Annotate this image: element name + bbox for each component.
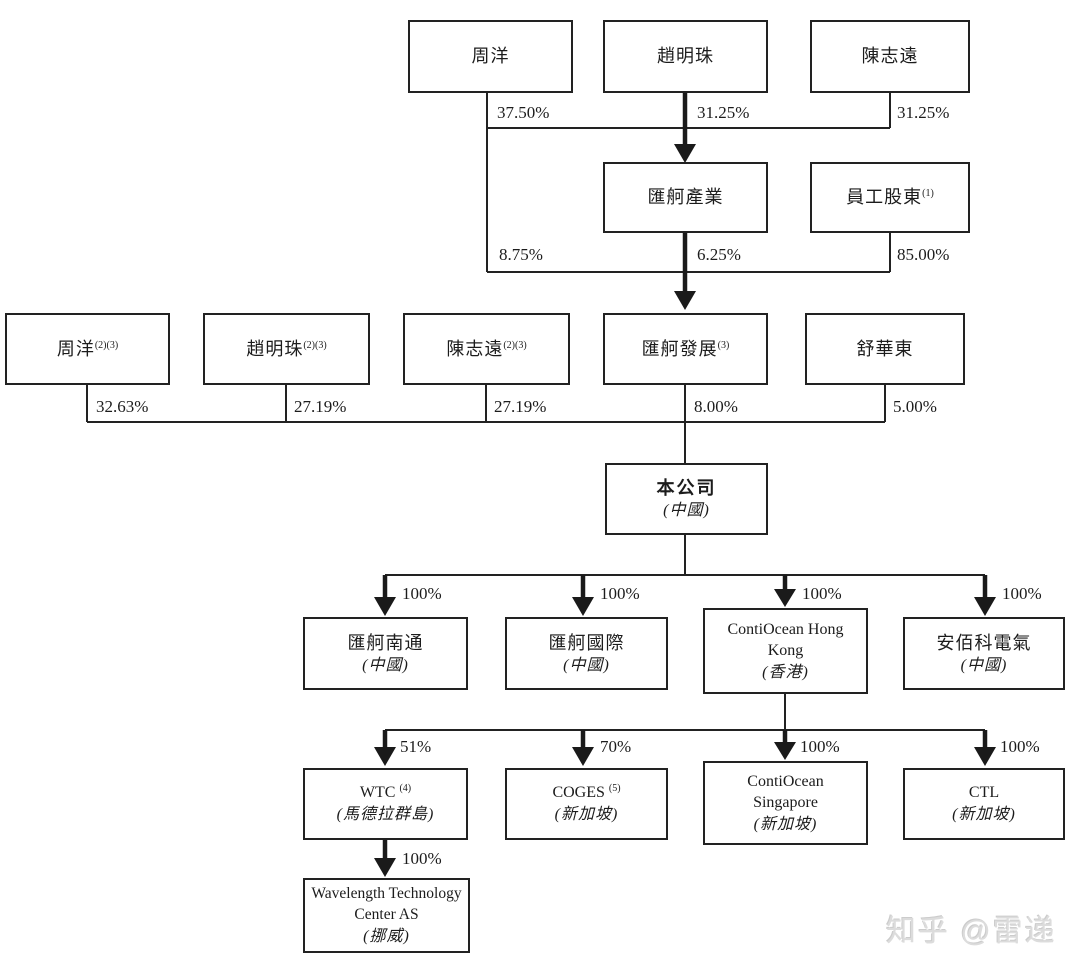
node-label: 安佰科電氣 <box>936 632 1032 653</box>
node-label: 周洋 <box>471 46 510 67</box>
ownership-percent-zhou-to-fazhan: 8.75% <box>499 245 543 264</box>
ownership-percent-chen2-to-company: 27.19% <box>494 397 547 416</box>
node-location: (馬德拉群島) <box>336 806 435 823</box>
node-label: 趙明珠(2)(3) <box>246 338 327 359</box>
ownership-percent-chanye-to-fazhan: 6.25% <box>697 245 741 264</box>
footnote-marker: (4) <box>399 783 412 795</box>
node-label: CTL <box>968 784 1000 802</box>
node-label: 陳志遠(2)(3) <box>446 338 527 359</box>
ownership-percent-chen-to-chanye: 31.25% <box>897 103 950 122</box>
node-huige-chanye: 匯舸產業 <box>603 162 768 233</box>
node-label: 匯舸產業 <box>647 187 724 208</box>
node-location: (新加坡) <box>554 806 619 823</box>
ownership-percent-company-to-anbaike: 100% <box>1002 584 1042 603</box>
ownership-percent-zhou-to-chanye: 37.50% <box>497 103 550 122</box>
node-zhou-yang-2: 周洋(2)(3) <box>5 313 170 385</box>
ownership-percent-shu-to-company: 5.00% <box>893 397 937 416</box>
node-location: (新加坡) <box>753 815 818 833</box>
footnote-marker: (2)(3) <box>94 339 119 351</box>
ownership-percent-zhou2-to-company: 32.63% <box>96 397 149 416</box>
node-huige-guoji: 匯舸國際 (中國) <box>505 617 668 690</box>
node-ctl: CTL (新加坡) <box>903 768 1065 840</box>
node-label: 趙明珠 <box>657 46 714 67</box>
node-location: (挪威) <box>363 927 410 945</box>
node-zhao-mingzhu-2: 趙明珠(2)(3) <box>203 313 370 385</box>
node-label: ContiOcean Singapore <box>747 772 824 812</box>
ownership-percent-company-to-hk: 100% <box>802 584 842 603</box>
ownership-percent-hk-to-ctl: 100% <box>1000 737 1040 756</box>
ownership-percent-yuangong-to-fazhan: 85.00% <box>897 245 950 264</box>
footnote-marker: (2)(3) <box>503 339 527 351</box>
node-label: 周洋(2)(3) <box>56 338 119 359</box>
node-zhao-mingzhu: 趙明珠 <box>603 20 768 93</box>
footnote-marker: (5) <box>608 783 621 795</box>
ownership-percent-zhao-to-chanye: 31.25% <box>697 103 750 122</box>
node-location: (香港) <box>762 663 809 681</box>
node-chen-zhiyuan-2: 陳志遠(2)(3) <box>403 313 570 385</box>
node-contiocean-sg: ContiOcean Singapore (新加坡) <box>703 761 868 845</box>
node-location: (中國) <box>960 656 1008 674</box>
ownership-percent-company-to-guoji: 100% <box>600 584 640 603</box>
arrowheads <box>374 144 996 877</box>
node-chen-zhiyuan: 陳志遠 <box>810 20 970 93</box>
ownership-percent-company-to-nantong: 100% <box>402 584 442 603</box>
node-label: 匯舸南通 <box>347 632 424 653</box>
node-zhou-yang: 周洋 <box>408 20 573 93</box>
node-anbaike-dianqi: 安佰科電氣 (中國) <box>903 617 1065 690</box>
footnote-marker: (3) <box>717 339 730 351</box>
ownership-percent-hk-to-sg: 100% <box>800 737 840 756</box>
zhihu-watermark: 知乎 @雷递 <box>886 915 1057 948</box>
footnote-marker: (1) <box>922 188 934 200</box>
ownership-percent-hk-to-wtc: 51% <box>400 737 432 756</box>
node-label: COGES(5) <box>552 783 621 802</box>
node-label: WTC(4) <box>359 783 412 802</box>
node-label: Wavelength Technology Center AS <box>311 884 462 923</box>
node-label: 匯舸發展(3) <box>641 338 730 359</box>
node-label: ContiOcean Hong Kong <box>727 620 844 660</box>
ownership-percent-wtc-to-wavelength: 100% <box>402 849 442 868</box>
node-label: 匯舸國際 <box>548 632 625 653</box>
node-company: 本公司 (中國) <box>605 463 768 535</box>
ownership-percent-zhao2-to-company: 27.19% <box>294 397 347 416</box>
node-label: 舒華東 <box>856 338 914 359</box>
node-location: (新加坡) <box>952 806 1016 823</box>
node-huige-fazhan: 匯舸發展(3) <box>603 313 768 385</box>
node-location: (中國) <box>563 656 610 674</box>
node-huige-nantong: 匯舸南通 (中國) <box>303 617 468 690</box>
node-coges: COGES(5) (新加坡) <box>505 768 668 840</box>
ownership-percent-fazhan-to-company: 8.00% <box>694 397 738 416</box>
footnote-marker: (2)(3) <box>303 339 327 351</box>
node-location: (中國) <box>663 502 710 520</box>
ownership-percent-hk-to-coges: 70% <box>600 737 632 756</box>
node-label: 員工股東(1) <box>846 187 934 208</box>
node-label: 陳志遠 <box>861 46 919 67</box>
node-location: (中國) <box>362 656 409 674</box>
node-wtc: WTC(4) (馬德拉群島) <box>303 768 468 840</box>
node-yuangong-gudong: 員工股東(1) <box>810 162 970 233</box>
node-wavelength: Wavelength Technology Center AS (挪威) <box>303 878 470 953</box>
node-label: 本公司 <box>656 478 717 499</box>
node-contiocean-hk: ContiOcean Hong Kong (香港) <box>703 608 868 694</box>
node-shu-huadong: 舒華東 <box>805 313 965 385</box>
